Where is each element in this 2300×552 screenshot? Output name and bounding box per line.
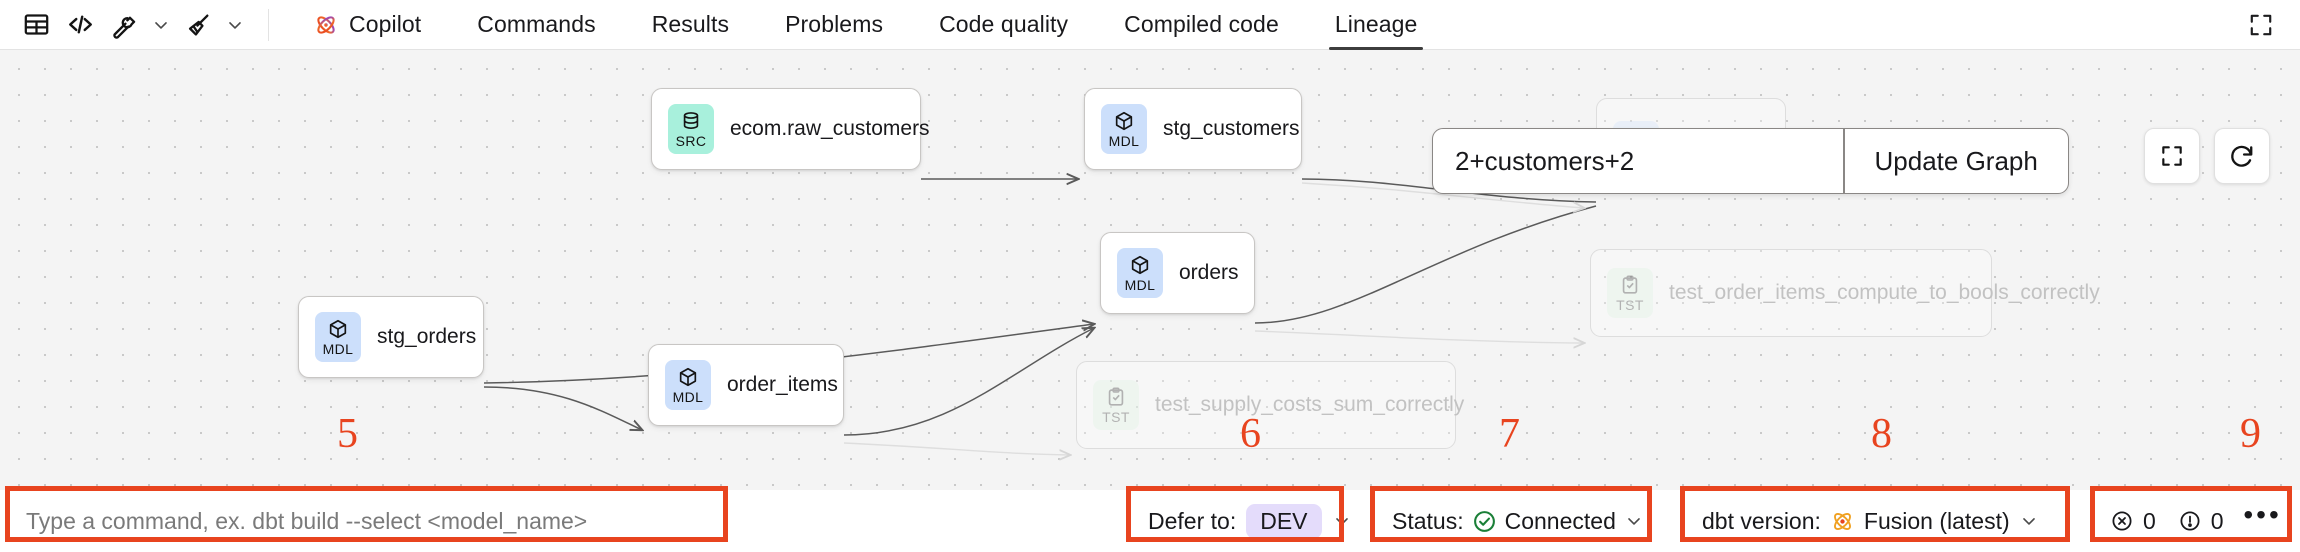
graph-selector-input[interactable]	[1433, 129, 1843, 193]
tab-problems-label: Problems	[785, 11, 884, 37]
broom-dropdown-chevron-down-icon[interactable]	[220, 5, 250, 45]
lineage-canvas[interactable]: SRC ecom.raw_customers MDL stg_customers…	[0, 50, 2300, 490]
error-count: 0	[2143, 507, 2156, 534]
cube-icon	[679, 367, 697, 386]
dbt-version-value: Fusion (latest)	[1863, 507, 2010, 534]
defer-chevron-down-icon	[1332, 511, 1352, 531]
tab-code-quality-label: Code quality	[939, 11, 1069, 37]
node-type-label: TST	[1102, 408, 1130, 425]
lineage-node-test-supply-costs[interactable]: TST test_supply_costs_sum_correctly	[1076, 361, 1464, 449]
status-bar: Defer to: DEV Status: Connected dbt vers…	[0, 490, 2300, 552]
warning-count-button[interactable]: 0	[2172, 508, 2230, 535]
tab-copilot-label: Copilot	[349, 11, 422, 37]
tab-compiled-code-label: Compiled code	[1124, 11, 1279, 37]
cube-icon	[1115, 111, 1133, 130]
node-type-badge-tst: TST	[1607, 268, 1653, 318]
dbt-version-selector[interactable]: dbt version: Fusion (latest)	[1690, 498, 2051, 544]
status-value: Connected	[1504, 507, 1616, 534]
database-icon	[683, 111, 699, 129]
canvas-controls	[2144, 128, 2270, 184]
tab-code-quality[interactable]: Code quality	[911, 0, 1096, 50]
expand-panel-icon[interactable]	[2240, 9, 2282, 41]
node-type-badge-src: SRC	[668, 104, 714, 154]
graph-bar-divider	[1843, 129, 1845, 193]
clipboard-check-icon	[1622, 274, 1638, 294]
lineage-node-order-items[interactable]: MDL order_items	[648, 344, 844, 426]
status-chevron-down-icon	[1624, 511, 1644, 531]
toolbar-divider	[268, 8, 269, 41]
warning-circle-icon	[2178, 509, 2202, 533]
dbt-version-chevron-down-icon	[2019, 511, 2039, 531]
node-label: stg_customers	[1163, 117, 1300, 141]
node-type-label: MDL	[1124, 276, 1156, 293]
warning-count: 0	[2210, 507, 2224, 534]
panel-tabs: Copilot Commands Results Problems Code q…	[285, 0, 1445, 50]
node-type-label: MDL	[672, 388, 704, 405]
broom-icon[interactable]	[176, 5, 220, 45]
tab-results-label: Results	[651, 11, 730, 37]
node-label: stg_orders	[377, 325, 477, 349]
node-type-badge-mdl: MDL	[1117, 248, 1163, 298]
cube-icon	[1131, 255, 1149, 274]
node-label: ecom.raw_customers	[730, 117, 930, 141]
wrench-icon[interactable]	[102, 5, 146, 45]
node-label: test_order_items_compute_to_bools_correc…	[1669, 281, 2100, 305]
tab-lineage[interactable]: Lineage	[1307, 0, 1446, 50]
node-label: order_items	[727, 373, 838, 397]
tab-compiled-code[interactable]: Compiled code	[1096, 0, 1307, 50]
node-label: orders	[1179, 261, 1239, 285]
tab-commands-label: Commands	[477, 11, 596, 37]
fit-view-icon[interactable]	[2144, 128, 2200, 184]
copilot-sparkle-icon	[317, 15, 335, 34]
update-graph-button[interactable]: Update Graph	[1874, 145, 2038, 176]
wrench-dropdown-chevron-down-icon[interactable]	[146, 5, 176, 45]
code-view-icon[interactable]	[58, 5, 102, 45]
tab-copilot[interactable]: Copilot	[285, 0, 449, 50]
clipboard-check-icon	[1108, 386, 1124, 406]
lineage-node-stg-customers[interactable]: MDL stg_customers	[1084, 88, 1302, 170]
defer-to-selector[interactable]: Defer to: DEV	[1136, 498, 1364, 544]
fusion-atom-icon	[1830, 509, 1855, 534]
lineage-node-test-order-items[interactable]: TST test_order_items_compute_to_bools_co…	[1590, 249, 2100, 337]
command-input[interactable]	[8, 498, 726, 544]
refresh-icon[interactable]	[2214, 128, 2270, 184]
lineage-node-orders[interactable]: MDL orders	[1100, 232, 1255, 314]
diagnostics-group: 0 0 •••	[2104, 498, 2286, 544]
error-circle-icon	[2110, 509, 2134, 533]
defer-to-value: DEV	[1246, 503, 1322, 539]
node-type-badge-tst: TST	[1093, 380, 1139, 430]
graph-selector-bar: Update Graph	[1432, 128, 2069, 194]
lineage-node-raw-customers[interactable]: SRC ecom.raw_customers	[651, 88, 930, 170]
dbt-version-label: dbt version:	[1702, 507, 1821, 534]
node-type-badge-mdl: MDL	[665, 360, 711, 410]
table-view-icon[interactable]	[14, 5, 58, 45]
node-type-label: SRC	[675, 132, 707, 149]
node-label: test_supply_costs_sum_correctly	[1155, 393, 1465, 417]
defer-to-label: Defer to:	[1148, 507, 1237, 534]
node-type-label: MDL	[1108, 132, 1140, 149]
tab-problems[interactable]: Problems	[757, 0, 911, 50]
lineage-node-stg-orders[interactable]: MDL stg_orders	[298, 296, 484, 378]
node-type-badge-mdl: MDL	[315, 312, 361, 362]
top-toolbar: Copilot Commands Results Problems Code q…	[0, 0, 2300, 50]
check-circle-icon	[1472, 509, 1497, 534]
tab-commands[interactable]: Commands	[449, 0, 623, 50]
node-type-label: TST	[1616, 296, 1644, 313]
connection-status-selector[interactable]: Status: Connected	[1380, 498, 1656, 544]
more-options-icon[interactable]: •••	[2243, 499, 2282, 530]
node-type-badge-mdl: MDL	[1101, 104, 1147, 154]
node-type-label: MDL	[322, 340, 354, 357]
error-count-button[interactable]: 0	[2104, 508, 2162, 535]
status-label: Status:	[1392, 507, 1464, 534]
tab-results[interactable]: Results	[624, 0, 757, 50]
cube-icon	[329, 319, 347, 338]
tab-lineage-label: Lineage	[1334, 11, 1418, 37]
command-input-wrapper	[8, 498, 726, 544]
toolbar-icon-group	[0, 0, 285, 50]
